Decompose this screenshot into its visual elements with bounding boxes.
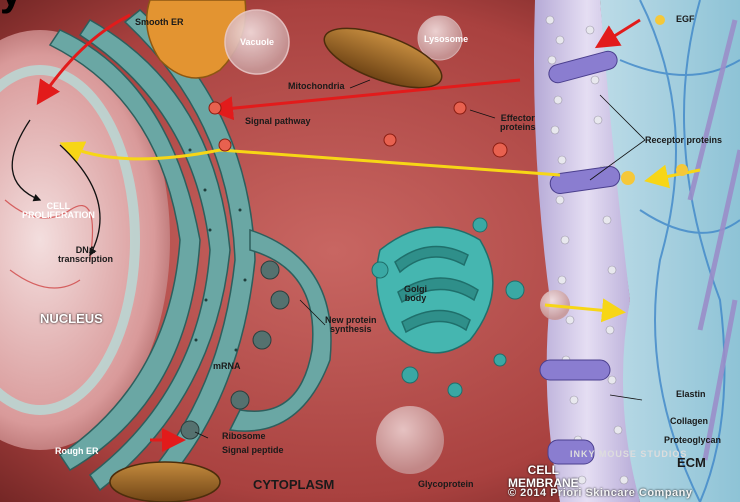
label-receptor-proteins: Receptor proteins — [645, 136, 722, 145]
label-proteoglycan: Proteoglycan — [664, 436, 721, 445]
label-effector-proteins: Effector proteins — [500, 114, 536, 133]
vesicle-lower — [376, 406, 444, 474]
label-collagen: Collagen — [670, 417, 708, 426]
label-mrna: mRNA — [213, 362, 241, 371]
label-vacuole: Vacuole — [240, 38, 274, 47]
label-cell-proliferation: CELL PROLIFERATION — [22, 202, 95, 221]
label-cytoplasm: CYTOPLASM — [253, 478, 334, 492]
label-egf: EGF — [676, 15, 695, 24]
label-ribosome: Ribosome — [222, 432, 266, 441]
label-signal-pathway: Signal pathway — [245, 117, 311, 126]
studio-credit: INKY MOUSE STUDIOS — [570, 450, 687, 459]
label-nucleus: NUCLEUS — [40, 312, 103, 326]
label-glycoprotein: Glycoprotein — [418, 480, 474, 489]
mitochondria-lower — [110, 462, 220, 502]
label-lysosome: Lysosome — [424, 35, 468, 44]
label-rough-er: Rough ER — [55, 447, 99, 456]
golgi-body — [377, 227, 493, 353]
label-smooth-er: Smooth ER — [135, 18, 184, 27]
copyright-notice: © 2014 Priori Skincare Company — [508, 488, 693, 500]
label-mitochondria: Mitochondria — [288, 82, 345, 91]
label-dna-transcription: DNA transcription — [58, 246, 113, 265]
label-cell-membrane: CELL MEMBRANE — [508, 464, 579, 489]
label-golgi-body: Golgi body — [404, 285, 427, 304]
label-new-protein-synthesis: New protein synthesis — [325, 316, 377, 335]
label-elastin: Elastin — [676, 390, 706, 399]
label-signal-peptide: Signal peptide — [222, 446, 284, 455]
header-fragment: y — [0, 0, 22, 15]
